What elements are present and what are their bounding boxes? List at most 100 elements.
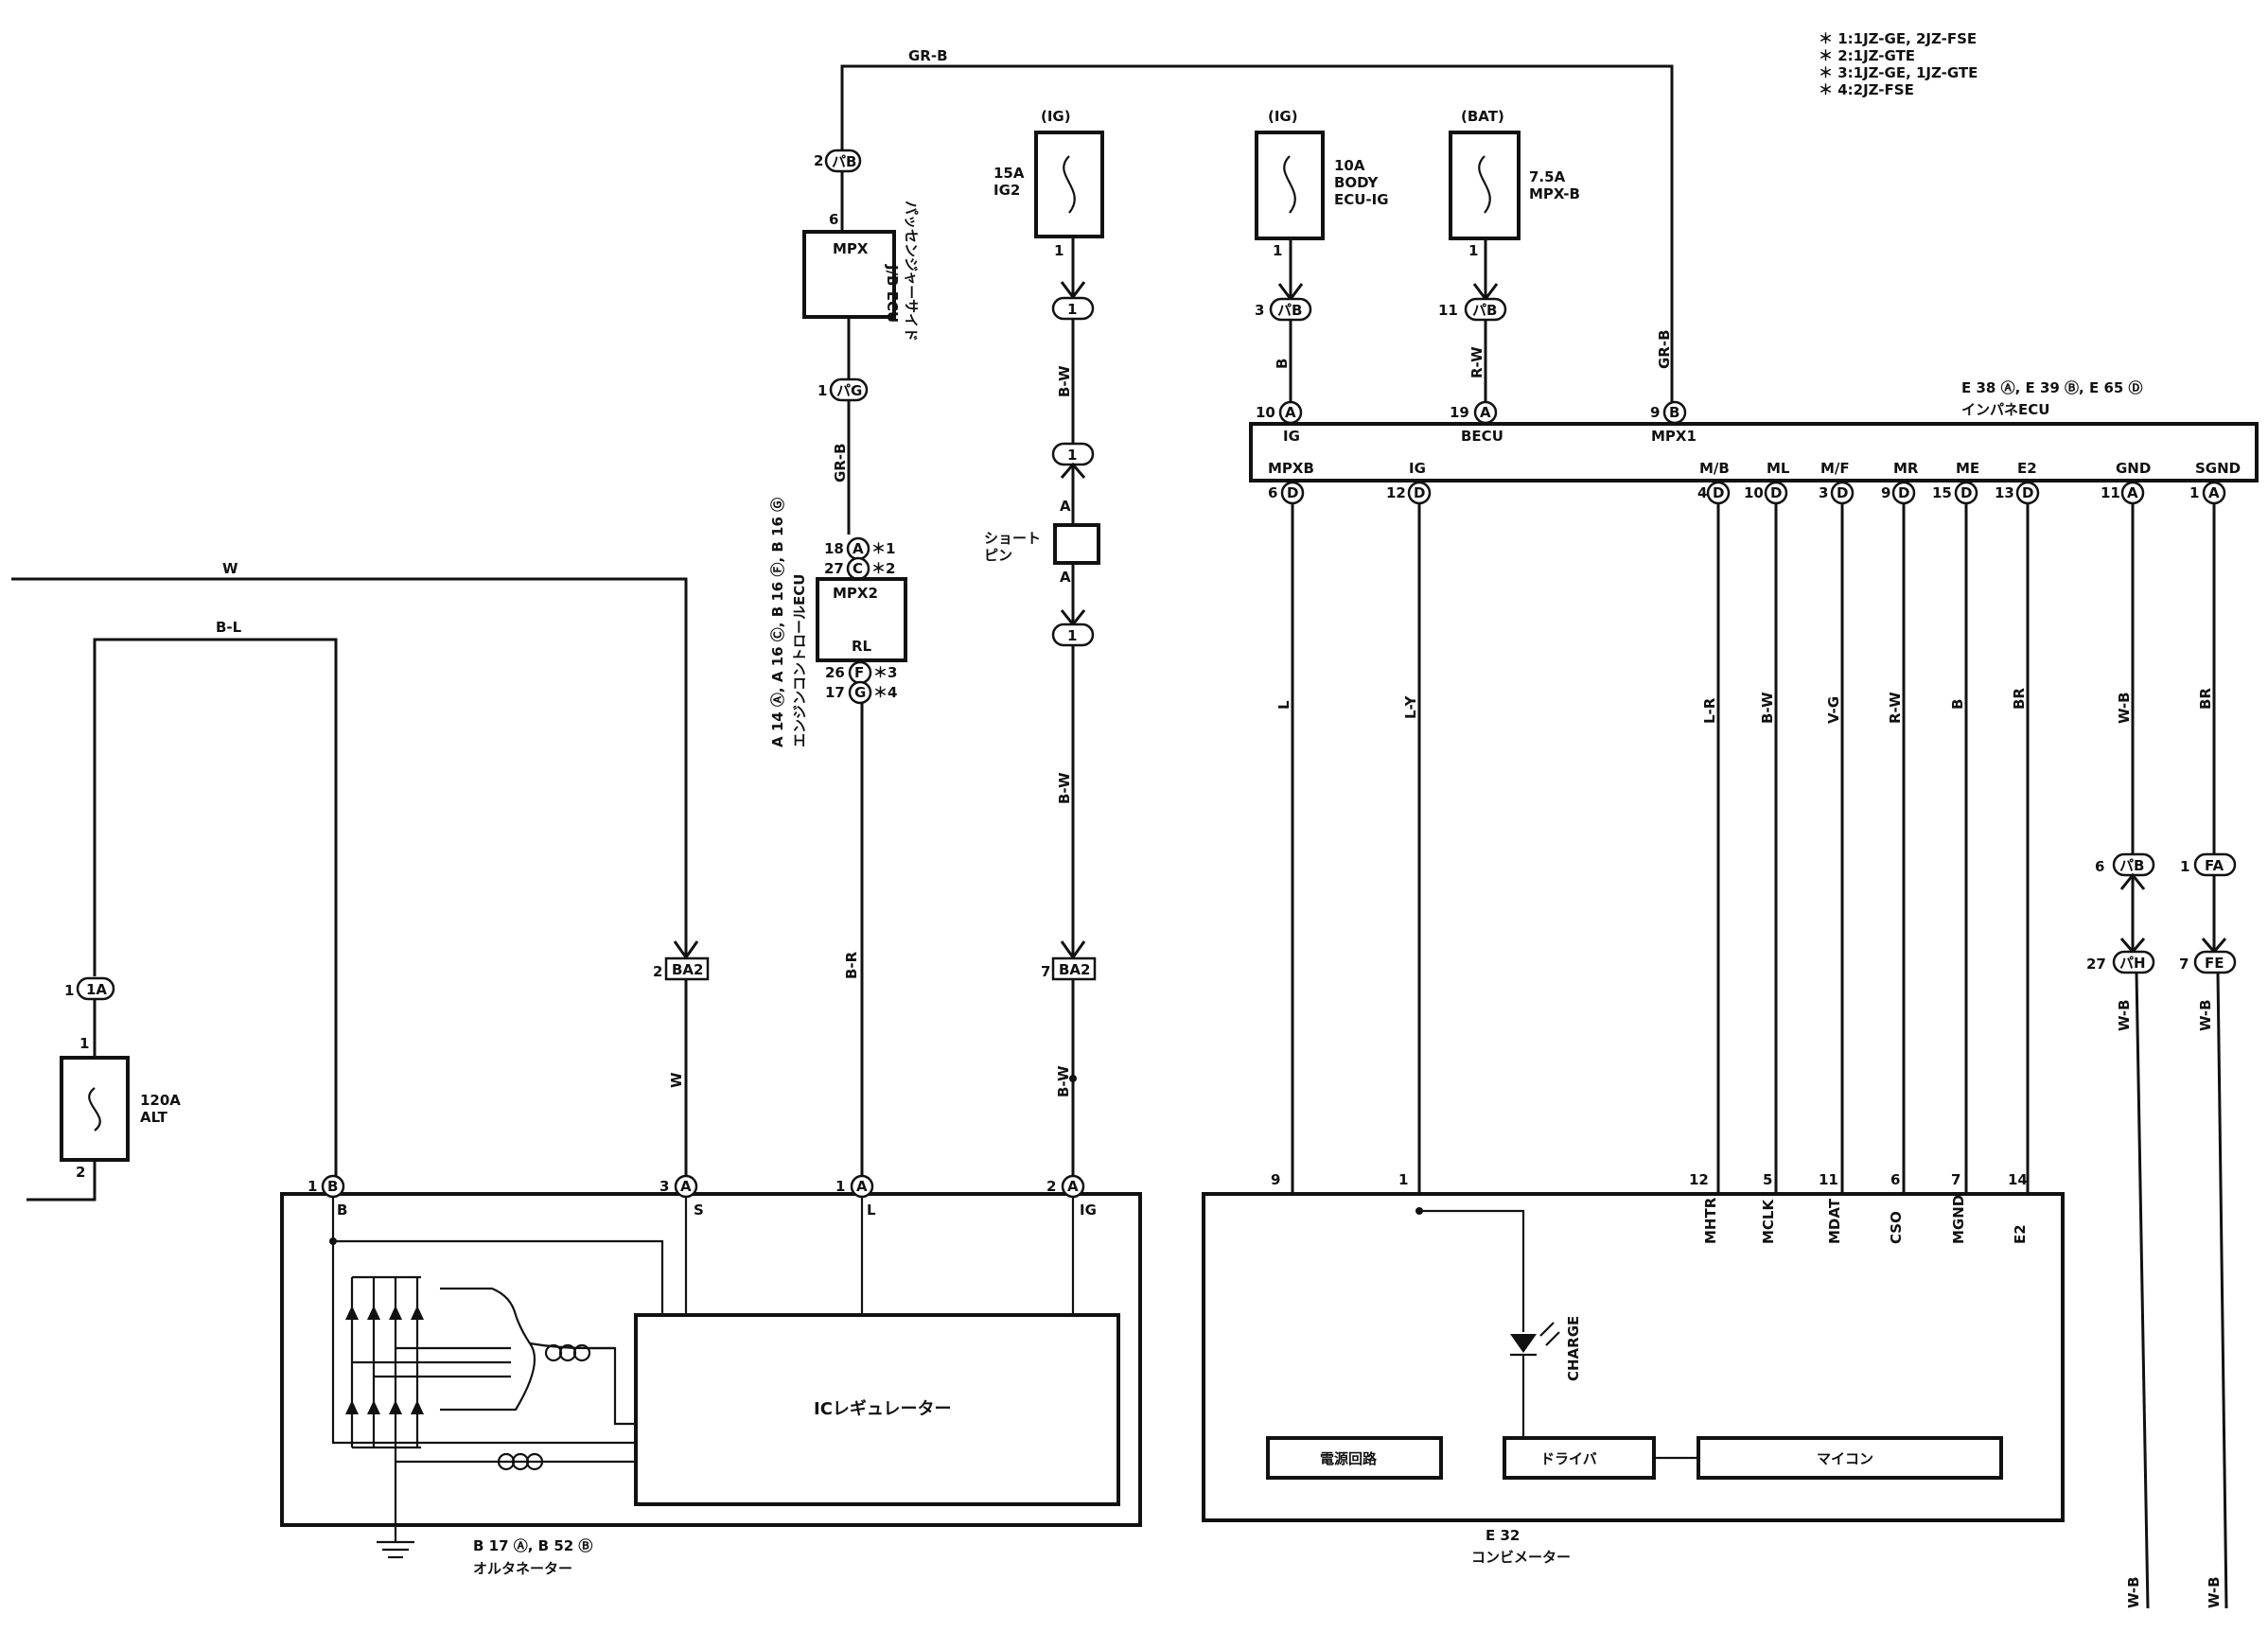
svg-text:1: 1	[835, 1178, 845, 1195]
short-pin: ショート ピン	[984, 523, 1100, 565]
svg-text:V-G: V-G	[1825, 696, 1842, 724]
wire-label: B-W	[1056, 772, 1073, 804]
svg-text:10: 10	[1744, 484, 1764, 501]
svg-text:D: D	[1287, 484, 1298, 501]
rectifier-diodes	[345, 1275, 511, 1449]
svg-text:IG: IG	[1283, 428, 1300, 445]
inpane-ecu-box	[1249, 422, 2259, 482]
inpane-ecu-codes: E 38 Ⓐ, E 39 Ⓑ, E 65 Ⓓ	[1961, 379, 2143, 396]
svg-text:A: A	[1067, 1178, 1079, 1195]
svg-text:MR: MR	[1893, 460, 1919, 477]
svg-text:MDAT: MDAT	[1826, 1198, 1843, 1244]
wire-label: B	[1274, 359, 1291, 369]
svg-text:11: 11	[2101, 484, 2120, 501]
svg-text:E2: E2	[2012, 1224, 2029, 1244]
svg-text:MPX: MPX	[833, 240, 869, 257]
svg-text:12: 12	[1689, 1171, 1709, 1188]
svg-text:11: 11	[1438, 302, 1458, 319]
svg-text:IG2: IG2	[993, 182, 1020, 199]
svg-text:1: 1	[64, 982, 74, 999]
svg-text:27: 27	[824, 560, 844, 577]
svg-text:パB: パB	[2119, 857, 2144, 874]
svg-text:W-B: W-B	[2116, 999, 2133, 1031]
svg-text:7.5A: 7.5A	[1529, 168, 1566, 185]
svg-text:B: B	[337, 1202, 347, 1219]
svg-text:120A: 120A	[140, 1092, 181, 1109]
svg-text:1: 1	[1067, 301, 1077, 318]
svg-text:17: 17	[825, 684, 845, 701]
inpane-ecu: E 38 Ⓐ, E 39 Ⓑ, E 65 Ⓓ インパネECU 10 A IG 1…	[1249, 379, 2259, 505]
svg-text:6: 6	[1890, 1171, 1900, 1188]
legend-line: ＊ 4:2JZ-FSE	[1819, 81, 1914, 98]
svg-text:L-Y: L-Y	[1402, 694, 1419, 719]
ground-icon	[377, 1447, 414, 1559]
svg-text:FA: FA	[2205, 857, 2224, 874]
power-circuit	[1266, 1436, 1443, 1480]
fuse-7-5a-mpx-b: (BAT) 7.5A MPX-B	[1449, 108, 1580, 240]
svg-text:A: A	[2208, 484, 2220, 501]
svg-text:BA2: BA2	[1059, 961, 1090, 978]
svg-text:2: 2	[653, 963, 662, 980]
wire-label: R-W	[1468, 346, 1486, 378]
svg-text:7: 7	[2179, 956, 2189, 973]
connector-fe	[2193, 950, 2237, 974]
svg-text:ICレギュレーター: ICレギュレーター	[814, 1399, 952, 1419]
svg-text:W-B: W-B	[2197, 999, 2214, 1031]
driver	[1503, 1436, 1656, 1480]
svg-text:3: 3	[1819, 484, 1828, 501]
svg-text:B-W: B-W	[1759, 692, 1776, 724]
svg-text:D: D	[1960, 484, 1972, 501]
svg-text:A: A	[1060, 569, 1071, 586]
svg-text:MPX2: MPX2	[833, 585, 878, 602]
fuse-120a-alt: 120A ALT	[60, 1056, 181, 1162]
svg-text:2: 2	[1046, 1178, 1056, 1195]
svg-text:1: 1	[818, 382, 827, 399]
svg-text:A: A	[2127, 484, 2138, 501]
svg-text:R-W: R-W	[1887, 692, 1904, 724]
svg-text:9: 9	[1650, 404, 1660, 421]
svg-text:D: D	[1837, 484, 1848, 501]
passenger-jb-ecu: 2 パB 6 MPX パッセンジャーサイド J/B ECU 1 パG GR-B	[802, 149, 920, 535]
svg-text:＊3: ＊3	[873, 664, 897, 681]
svg-text:7: 7	[1041, 963, 1050, 980]
jb-ecu-label: J/B ECU	[884, 264, 901, 323]
svg-text:1: 1	[1468, 242, 1478, 259]
svg-text:6: 6	[829, 211, 838, 228]
legend-line: ＊ 3:1JZ-GE, 1JZ-GTE	[1819, 64, 1978, 81]
wire-w-top	[11, 577, 688, 956]
mpx2-box	[816, 577, 907, 662]
alternator-codes: B 17 Ⓐ, B 52 Ⓑ	[473, 1537, 592, 1554]
svg-text:1: 1	[2180, 858, 2189, 875]
alternator: 1 B B 3 A S 1 A L 2 A IG	[280, 1174, 1142, 1577]
meter-code: E 32	[1486, 1527, 1520, 1544]
svg-text:1: 1	[1054, 242, 1064, 259]
svg-text:L-R: L-R	[1701, 697, 1718, 724]
svg-text:D: D	[2022, 484, 2033, 501]
svg-text:パH: パH	[2119, 955, 2146, 972]
svg-text:ECU-IG: ECU-IG	[1334, 191, 1389, 208]
svg-text:BECU: BECU	[1461, 428, 1503, 445]
wire-label: B-R	[843, 951, 860, 979]
svg-text:D: D	[1898, 484, 1909, 501]
svg-text:A: A	[1480, 404, 1491, 421]
svg-text:19: 19	[1450, 404, 1469, 421]
svg-text:10A: 10A	[1334, 157, 1365, 174]
svg-text:A: A	[1285, 404, 1296, 421]
wire-label: GR-B	[1656, 329, 1673, 369]
svg-text:W-B: W-B	[2125, 1576, 2142, 1608]
svg-text:15A: 15A	[993, 165, 1025, 182]
svg-text:6: 6	[1268, 484, 1277, 501]
svg-text:D: D	[1770, 484, 1782, 501]
svg-text:5: 5	[1763, 1171, 1772, 1188]
svg-text:26: 26	[825, 664, 845, 681]
svg-text:2: 2	[76, 1164, 85, 1181]
combination-meter: 9 1 12 5 11 6 7 14 MHTR MCLK MDAT CSO MG…	[1202, 1171, 2065, 1566]
svg-text:C: C	[853, 560, 863, 577]
svg-text:11: 11	[1819, 1171, 1838, 1188]
wire-b-l	[93, 638, 338, 1178]
svg-text:1: 1	[1398, 1171, 1408, 1188]
svg-text:13: 13	[1995, 484, 2014, 501]
svg-text:3: 3	[659, 1178, 669, 1195]
connector-pa-h	[2112, 950, 2155, 974]
